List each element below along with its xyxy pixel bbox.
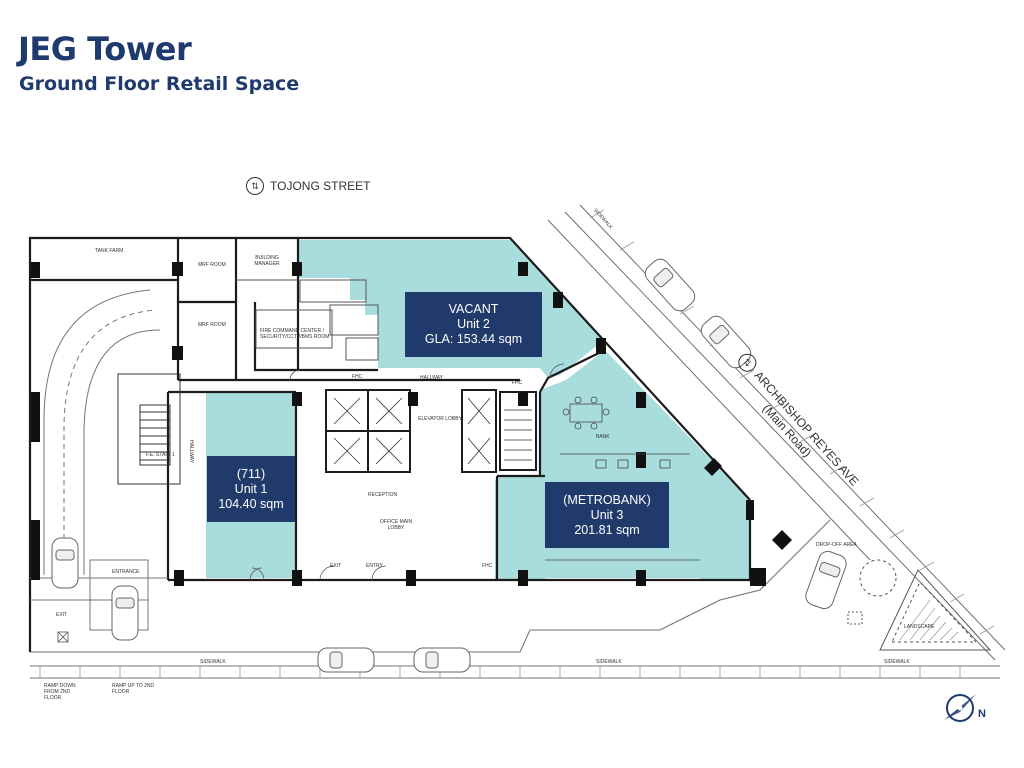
street-label-north: ⇅ TOJONG STREET bbox=[246, 177, 370, 195]
elevator-lobby-label: ELEVATOR LOBBY bbox=[418, 416, 462, 422]
compass-icon bbox=[944, 694, 976, 722]
sidewalk-label: SIDEWALK bbox=[596, 659, 622, 665]
unit2-status: VACANT bbox=[448, 302, 499, 316]
unit1-name: Unit 1 bbox=[234, 481, 268, 496]
mrf-room-label: MRF ROOM bbox=[198, 322, 226, 328]
reception-label: RECEPTION bbox=[368, 492, 398, 498]
fhc-label: FHC bbox=[512, 380, 523, 386]
unit1-label-box[interactable]: (711) Unit 1 104.40 sqm bbox=[207, 456, 295, 522]
unit3-label-box[interactable]: (METROBANK) Unit 3 201.81 sqm bbox=[545, 482, 669, 548]
traffic-sign-icon: ⇅ bbox=[246, 177, 264, 195]
unit2-area-text: GLA: 153.44 sqm bbox=[424, 332, 523, 346]
unit3-area-text: 201.81 sqm bbox=[574, 522, 640, 537]
command-center-label: FIRE COMMAND CENTER / SECURITY/CCTV/BMS … bbox=[260, 328, 330, 340]
car-icon bbox=[413, 647, 471, 673]
entrance-label: ENTRANCE bbox=[112, 569, 140, 575]
unit3-tenant: (METROBANK) bbox=[563, 492, 651, 507]
compass-north-label: N bbox=[978, 708, 986, 720]
ramp-label: RAMP UP TO 2ND FLOOR bbox=[112, 683, 155, 695]
bank-label: BANK bbox=[596, 434, 610, 440]
building-manager-label: BUILDING MANAGER bbox=[254, 255, 280, 267]
compass: N bbox=[940, 686, 990, 730]
mrf-room-label: MRF ROOM bbox=[198, 262, 226, 268]
hallway-label: HALLWAY bbox=[420, 375, 443, 381]
car-icon bbox=[51, 537, 79, 589]
entry-label: ENTRY bbox=[366, 563, 383, 569]
unit1-area-text: 104.40 sqm bbox=[218, 496, 284, 511]
sidewalk-label: SIDEWALK bbox=[200, 659, 226, 665]
office-lobby-label: OFFICE MAIN LOBBY bbox=[379, 519, 413, 531]
car-icon bbox=[805, 550, 847, 610]
unit3-lower-area[interactable] bbox=[495, 480, 545, 580]
fhc-label: FHC bbox=[352, 374, 363, 380]
exit-label: EXIT bbox=[56, 612, 68, 618]
unit2-name: Unit 2 bbox=[457, 317, 490, 331]
car-icon bbox=[644, 258, 696, 312]
ramp-label: RAMP DOWN FROM 2ND FLOOR bbox=[44, 683, 76, 701]
unit1-tenant: (711) bbox=[236, 466, 266, 481]
hallway-label: HALLWAY bbox=[188, 440, 194, 463]
fe-stair-label: F.E. STAIR 1 bbox=[146, 452, 175, 458]
unit3-name: Unit 3 bbox=[590, 507, 624, 522]
landscape-label: LANDSCAPE bbox=[904, 624, 935, 630]
sidewalk-label: SIDEWALK bbox=[884, 659, 910, 665]
unit2-label-box[interactable]: VACANT Unit 2 GLA: 153.44 sqm bbox=[405, 292, 542, 357]
car-icon bbox=[317, 647, 375, 673]
exit-label: EXIT bbox=[330, 563, 342, 569]
page-title: JEG Tower bbox=[18, 30, 192, 68]
drop-off-label: DROP-OFF AREA bbox=[816, 542, 857, 548]
car-icon bbox=[111, 585, 139, 641]
tank-farm-label: TANK FARM bbox=[95, 248, 124, 254]
tojong-street-label: TOJONG STREET bbox=[270, 179, 371, 193]
page-subtitle: Ground Floor Retail Space bbox=[19, 73, 300, 95]
fhc-label: FHC bbox=[482, 563, 493, 569]
car-icon bbox=[700, 315, 752, 369]
